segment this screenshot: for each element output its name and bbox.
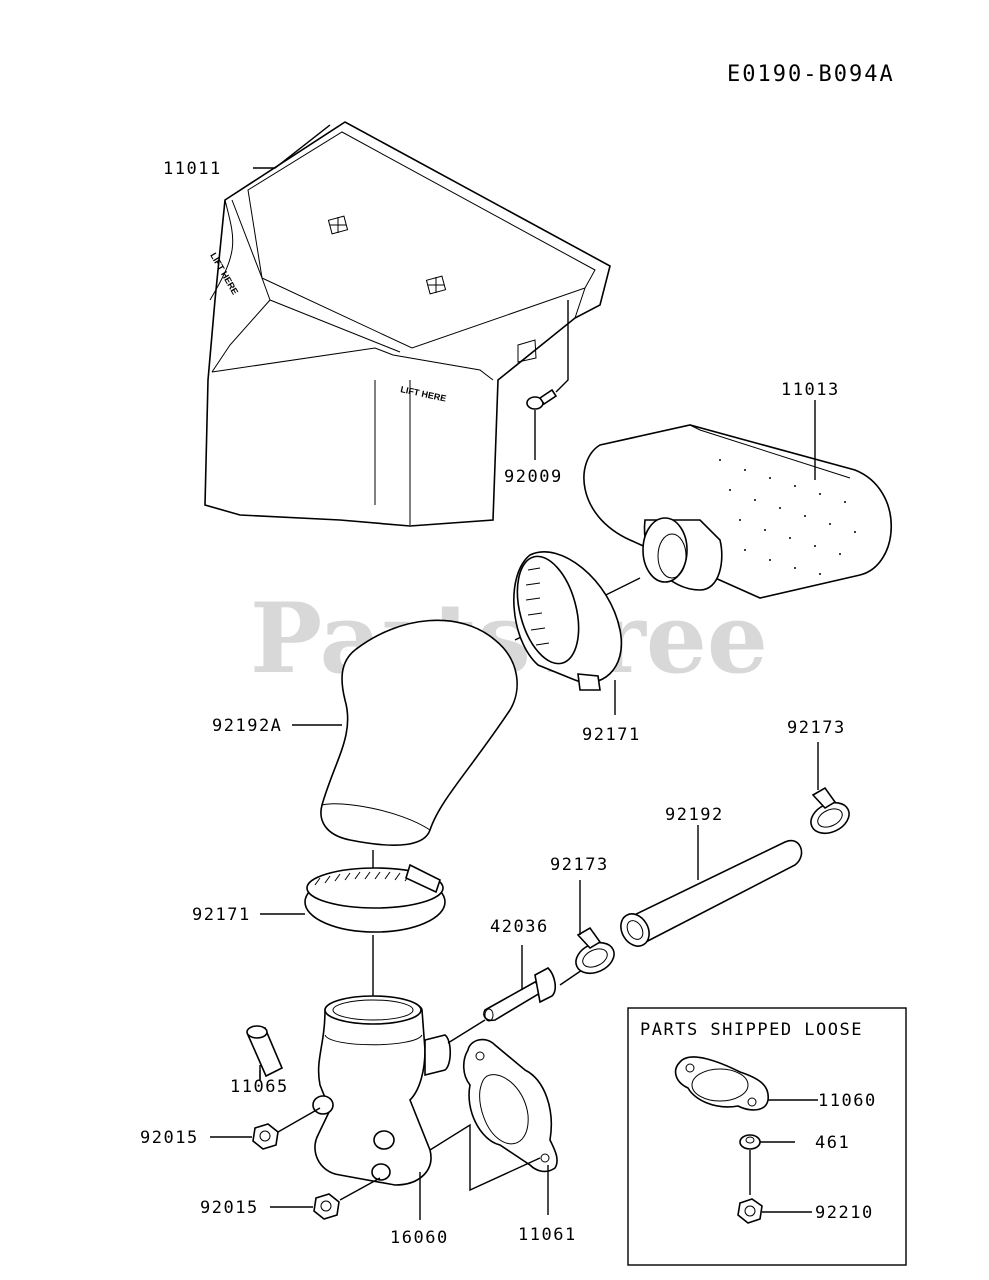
callout-92015-bottom: 92015 bbox=[200, 1198, 259, 1218]
callout-11060: 11060 bbox=[818, 1091, 877, 1111]
callout-11013: 11013 bbox=[781, 380, 840, 400]
callout-92192A: 92192A bbox=[212, 716, 282, 736]
gasket-11060 bbox=[674, 1056, 769, 1111]
callout-92210: 92210 bbox=[815, 1203, 874, 1223]
nut-92015-top bbox=[252, 1123, 279, 1150]
callout-11065: 11065 bbox=[230, 1077, 289, 1097]
callout-92173-right: 92173 bbox=[787, 718, 846, 738]
callout-11011: 11011 bbox=[163, 159, 222, 179]
hose-clamp-top bbox=[513, 551, 623, 691]
vent-plug bbox=[246, 1025, 284, 1078]
hose-clip-mid bbox=[575, 926, 615, 975]
parts-shipped-loose-box bbox=[627, 1007, 907, 1266]
callout-92171-bottom: 92171 bbox=[192, 905, 251, 925]
callout-92192: 92192 bbox=[665, 805, 724, 825]
filter-marking-2 bbox=[425, 275, 447, 295]
intake-fitting bbox=[312, 995, 452, 1186]
box-title: PARTS SHIPPED LOOSE bbox=[640, 1020, 863, 1040]
callout-92009: 92009 bbox=[504, 467, 563, 487]
fitting-42036 bbox=[483, 967, 557, 1022]
filter-element bbox=[583, 424, 893, 599]
callout-92173-mid: 92173 bbox=[550, 855, 609, 875]
air-cleaner-housing: LIFT HERE LIFT HERE bbox=[204, 121, 611, 527]
callout-11061: 11061 bbox=[518, 1225, 577, 1245]
screw-92009 bbox=[526, 388, 558, 410]
callout-92015-top: 92015 bbox=[140, 1128, 199, 1148]
callout-16060: 16060 bbox=[390, 1228, 449, 1248]
elbow-hose bbox=[320, 619, 518, 846]
hose-clip-right bbox=[810, 786, 850, 835]
nut-92210 bbox=[737, 1198, 763, 1224]
gasket-11061 bbox=[462, 1038, 558, 1173]
diagram-code: E0190-B094A bbox=[727, 62, 895, 87]
hose-clamp-bottom bbox=[304, 863, 446, 933]
nut-92015-bottom bbox=[313, 1193, 340, 1220]
filter-marking-1 bbox=[327, 215, 349, 235]
washer-461 bbox=[739, 1134, 761, 1150]
straight-hose bbox=[620, 839, 803, 947]
callout-42036: 42036 bbox=[490, 917, 549, 937]
callout-461: 461 bbox=[815, 1133, 850, 1153]
callout-92171-top: 92171 bbox=[582, 725, 641, 745]
